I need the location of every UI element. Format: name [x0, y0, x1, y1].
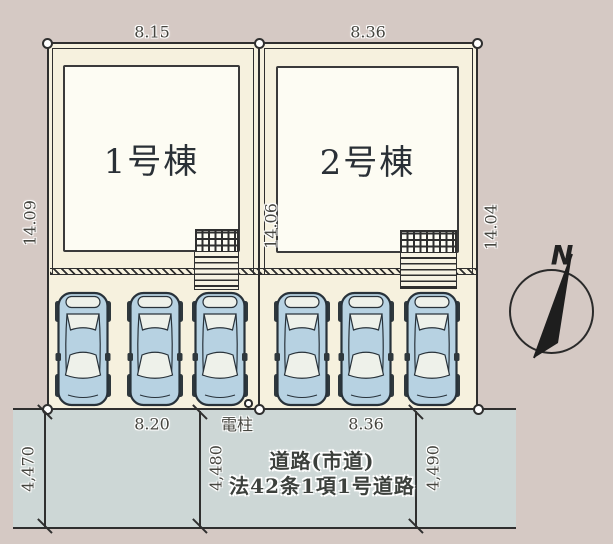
- building-1-porch: [195, 229, 239, 253]
- lot2-inner-fence-right: [472, 47, 474, 275]
- dim-lot2-width-bottom: 8.36: [348, 414, 384, 434]
- dimension-line: [44, 411, 46, 527]
- lot1-inner-fence-right: [253, 47, 255, 275]
- boundary-point: [253, 403, 265, 415]
- dimension-line: [199, 411, 201, 527]
- dim-road-width-right: 4,490: [423, 445, 443, 491]
- dim-lot1-width-bottom: 8.20: [134, 414, 170, 434]
- lot1-inner-fence-left: [52, 47, 54, 275]
- building-2-porch: [400, 230, 457, 254]
- fence-hatch-lot1-right: [238, 268, 258, 275]
- utility-pole-label: 電柱: [220, 415, 254, 434]
- building-2-entrance-steps: [400, 253, 457, 289]
- lot-divider-line: [257, 42, 260, 410]
- lot1-inner-fence-top: [52, 47, 254, 49]
- dim-road-width-center: 4,480: [206, 445, 226, 491]
- dim-lot2-width-top: 8.36: [350, 22, 386, 42]
- lot2-inner-fence-left: [264, 47, 266, 275]
- boundary-point: [41, 37, 53, 49]
- boundary-point: [253, 37, 265, 49]
- boundary-point: [472, 403, 484, 415]
- dim-lot2-depth-right: 14.04: [481, 204, 501, 250]
- fence-hatch-lot2-left: [260, 268, 401, 275]
- building-1-entrance-steps: [194, 252, 239, 290]
- compass-north-label: N: [550, 240, 574, 272]
- dim-boundary-depth-center: 14.06: [261, 203, 281, 249]
- road-name-line1: 道路(市道): [269, 449, 375, 473]
- fence-hatch-lot1-left: [50, 268, 195, 275]
- road-name-line2: 法42条1項1号道路: [229, 474, 415, 498]
- compass-circle: [508, 268, 594, 354]
- dim-road-width-left: 4,470: [18, 446, 38, 492]
- dim-lot1-width-top: 8.15: [134, 22, 170, 42]
- building-1: 1号棟: [63, 65, 240, 252]
- utility-pole-marker: [244, 399, 253, 408]
- building-2: 2号棟: [276, 66, 459, 253]
- building-1-label: 1号棟: [103, 142, 200, 182]
- fence-hatch-lot2-right: [456, 268, 476, 275]
- boundary-point: [471, 37, 483, 49]
- dim-lot1-depth-left: 14.09: [20, 200, 40, 246]
- lot2-inner-fence-top: [264, 47, 473, 49]
- building-2-label: 2号棟: [319, 143, 416, 183]
- dimension-line: [415, 411, 417, 527]
- road-name-label: 道路(市道) 法42条1項1号道路: [229, 449, 415, 499]
